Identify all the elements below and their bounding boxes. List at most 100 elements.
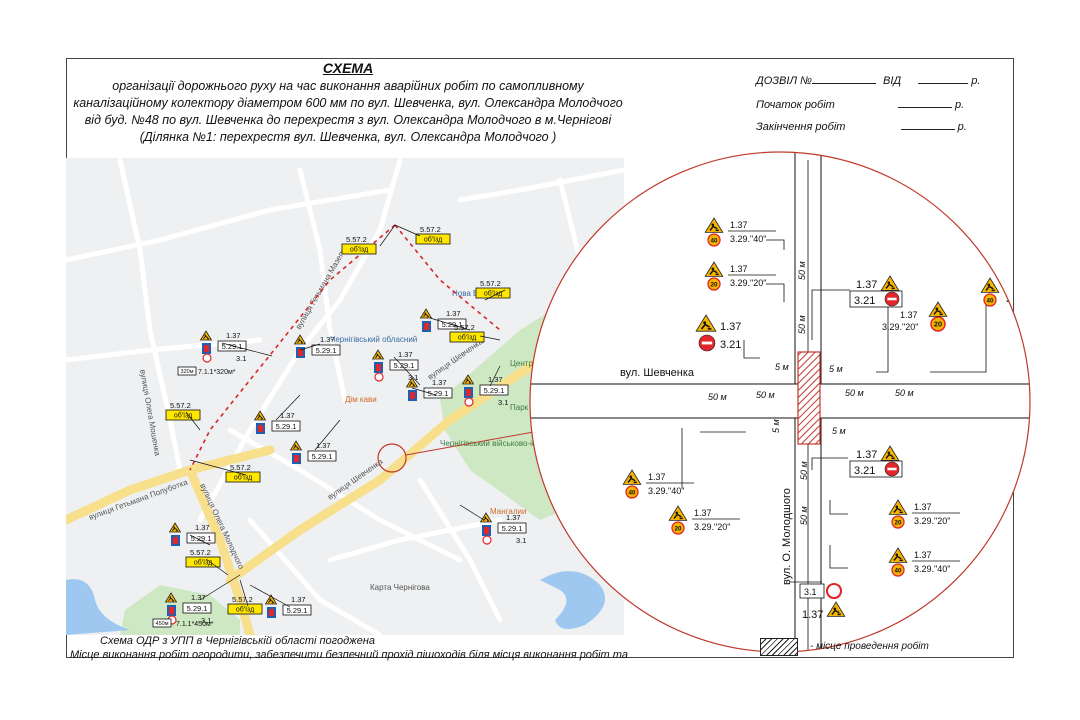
- sign-code-329: 3.29."40": [914, 564, 950, 574]
- map-sign-leader: [484, 289, 506, 301]
- sign-code-329: 3.29."20": [882, 322, 918, 332]
- map-sign-529: 5.29.1: [311, 344, 341, 356]
- speed-limit-sign-icon: 20: [930, 316, 946, 332]
- work-zone: [797, 351, 821, 445]
- dist-south-2: 50 м: [799, 506, 809, 525]
- sign-code-329: 3.29."40": [1006, 294, 1042, 304]
- park-area-south: [120, 585, 240, 635]
- map-sign-code-5572: 5.57.2: [230, 463, 251, 472]
- map-sign-leader: [429, 317, 471, 331]
- detour-route-1: [394, 224, 501, 331]
- sign-box: [799, 583, 825, 599]
- dist-north-2: 50 м: [797, 315, 807, 334]
- speed-limit-sign-icon: 20: [671, 521, 685, 535]
- no-entry-sign-icon: [698, 334, 716, 352]
- road-shevchenka: [530, 383, 1030, 419]
- detour-route-2: [189, 224, 396, 471]
- poi-dim-kavy: Дім кави: [345, 395, 377, 404]
- speed-limit-sign-icon-label: 40: [986, 297, 994, 304]
- start-date-field[interactable]: [897, 96, 952, 108]
- map-sign-529-text: 5.29.1: [191, 534, 212, 543]
- map-sign-code-137: 1.37: [320, 335, 335, 344]
- map-sign-code-137: 1.37: [226, 331, 241, 340]
- detour-sign: об'їзд: [415, 233, 451, 245]
- dist-5-south: 5 м: [832, 426, 846, 436]
- detour-sign: об'їзд: [475, 287, 511, 299]
- legend-text: - місце проведення робіт: [810, 641, 929, 652]
- roadworks-sign-icon: [199, 330, 213, 341]
- map-sign-leader: [205, 558, 229, 576]
- map-sign-529-text: 5.29.1: [502, 524, 523, 533]
- direction-sign-icon: [422, 321, 431, 332]
- map-distance-plate-text: 320м: [181, 369, 194, 375]
- direction-sign-icon: [296, 347, 305, 358]
- roadworks-sign-icon: [371, 349, 385, 360]
- roadworks-sign-icon: [704, 217, 724, 233]
- direction-sign-icon: [374, 362, 383, 373]
- speed-limit-sign-icon: 40: [625, 485, 639, 499]
- sign-code-137: 1.37: [802, 609, 823, 621]
- direction-sign-icon: [292, 453, 301, 464]
- map-sign-529: 5.29.1: [423, 387, 453, 399]
- map-distance-plate: 320м: [177, 366, 197, 376]
- end-label: Закінчення робіт: [756, 121, 846, 133]
- detour-sign-text: об'їзд: [236, 606, 254, 614]
- speed-limit-sign-icon-label: 20: [674, 525, 682, 532]
- roadworks-sign-icon: [826, 601, 846, 617]
- map-sign-leader: [189, 534, 211, 546]
- map-sign-code-5572: 5.57.2: [454, 323, 475, 332]
- footer-approval: Схема ОДР з УПП в Чернігівській області …: [100, 635, 376, 647]
- map-sign-leader: [199, 574, 241, 601]
- roadworks-sign-icon: [668, 505, 688, 521]
- footer-note: Місце виконання робіт огородити, забезпе…: [70, 649, 628, 661]
- sign-code-137: 1.37: [730, 220, 748, 230]
- river: [66, 579, 130, 635]
- legend-hatch-icon: [760, 638, 798, 656]
- roadworks-sign-icon: [888, 547, 908, 563]
- end-date-field[interactable]: [900, 118, 955, 130]
- roadworks-sign-icon: [289, 440, 303, 451]
- detour-sign: об'їзд: [165, 409, 201, 421]
- roadworks-sign-icon: [880, 275, 900, 291]
- street-shevchenka-label: вул. Шевченка: [620, 367, 695, 379]
- scheme-subtitle-1: організації дорожнього руху на час викон…: [112, 79, 584, 93]
- sign-code-321: 3.21: [720, 339, 741, 351]
- map-distance-plate: 450м: [152, 618, 172, 628]
- speed-limit-sign-icon-label: 40: [894, 567, 902, 574]
- roadworks-sign-icon: [928, 301, 948, 317]
- detour-sign-text: об'їзд: [194, 559, 212, 567]
- sign-code-321: 3.21: [854, 295, 875, 307]
- roadworks-sign-icon: [622, 469, 642, 485]
- dist-north-1: 50 м: [797, 261, 807, 280]
- permit-suffix: р.: [971, 75, 981, 87]
- direction-sign-icon: [267, 607, 276, 618]
- map-sign-leader: [221, 342, 273, 357]
- map-distance-plate-text: 450м: [156, 621, 169, 627]
- sign-code-321: 3.21: [854, 465, 875, 477]
- speed-limit-sign-icon-label: 20: [894, 519, 902, 526]
- sign-code-137: 1.37: [720, 321, 741, 333]
- map-sign-leader: [314, 419, 341, 451]
- direction-sign-icon: [256, 423, 265, 434]
- detour-sign: об'їзд: [225, 471, 261, 483]
- speed-limit-sign-icon-label: 40: [628, 489, 636, 496]
- street-molodchoho-label: вул. О. Молодшого: [781, 488, 793, 585]
- detour-sign: об'їзд: [185, 556, 221, 568]
- map-sign-leader: [239, 579, 249, 607]
- map-sign-leader: [489, 365, 501, 387]
- map-sign-leader: [393, 356, 421, 386]
- map-sign-529-text: 5.29.1: [287, 606, 308, 615]
- permit-date-field[interactable]: [918, 72, 969, 84]
- sign-leaders: [681, 239, 987, 583]
- detour-sign: об'їзд: [227, 603, 263, 615]
- sign-code-137: 1.37: [856, 449, 877, 461]
- poi-oblasnyi: Чернігівський обласний: [330, 335, 417, 344]
- sign-code-329: 3.29."20": [694, 522, 730, 532]
- roadworks-sign-icon: [253, 410, 267, 421]
- scheme-subtitle-2: каналізаційному колектору діаметром 600 …: [73, 96, 623, 110]
- direction-sign-icon: [171, 535, 180, 546]
- map-sign-code-137: 1.37: [446, 309, 461, 318]
- map-sign-code-31: 3.1: [516, 536, 526, 545]
- permit-number-field[interactable]: [811, 72, 876, 84]
- map-sign-529: 5.29.1: [182, 602, 212, 614]
